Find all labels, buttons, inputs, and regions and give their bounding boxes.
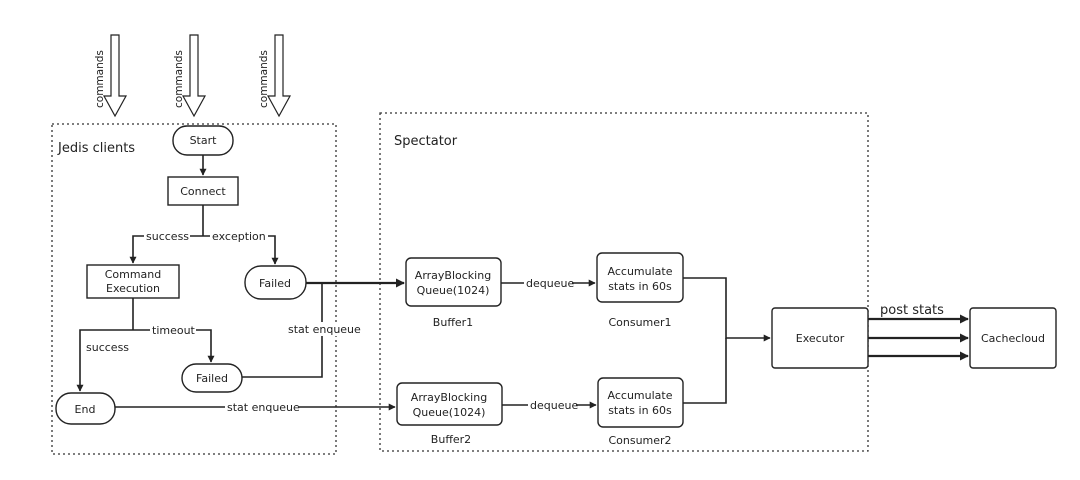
spectator-title: Spectator <box>394 134 458 149</box>
node-queue-1-line-1: ArrayBlocking <box>415 269 491 282</box>
node-failed-2-label: Failed <box>196 372 228 385</box>
node-connect: Connect <box>167 176 239 206</box>
node-cachecloud-label: Cachecloud <box>981 332 1045 345</box>
edge-label-success-1: success <box>146 230 189 243</box>
commands-label-3: commands <box>258 50 270 108</box>
node-start: Start <box>172 125 234 156</box>
edge-label-success-2: success <box>86 341 129 354</box>
spectator-frame <box>379 112 869 452</box>
edge-consumer2-executor <box>683 338 727 404</box>
node-consumer-2-line-1: Accumulate <box>608 389 673 402</box>
node-command-execution: Command Execution <box>86 264 180 299</box>
node-queue-1-line-2: Queue(1024) <box>417 284 490 297</box>
node-queue-2: ArrayBlocking Queue(1024) <box>396 382 503 426</box>
edge-label-post-stats: post stats <box>880 303 944 318</box>
node-consumer-2-line-2: stats in 60s <box>608 404 672 417</box>
edge-success-end <box>76 329 133 392</box>
node-start-label: Start <box>190 134 218 147</box>
caption-buffer1: Buffer1 <box>433 316 473 329</box>
caption-consumer1: Consumer1 <box>608 316 671 329</box>
commands-input-arrow-2: commands <box>173 34 207 118</box>
node-end: End <box>55 392 116 425</box>
node-executor: Executor <box>771 307 869 369</box>
commands-input-arrow-3: commands <box>258 34 292 118</box>
commands-input-arrow-1: commands <box>94 34 128 118</box>
node-consumer-1-line-1: Accumulate <box>608 265 673 278</box>
node-failed-2: Failed <box>181 363 243 393</box>
caption-consumer2: Consumer2 <box>608 434 671 447</box>
commands-label-2: commands <box>173 50 185 108</box>
node-connect-label: Connect <box>180 185 226 198</box>
edge-label-dequeue-1: dequeue <box>526 277 574 290</box>
edge-label-timeout: timeout <box>152 324 196 337</box>
node-queue-2-line-1: ArrayBlocking <box>411 391 487 404</box>
node-cachecloud: Cachecloud <box>969 307 1057 369</box>
node-consumer-2: Accumulate stats in 60s <box>597 377 684 428</box>
node-consumer-1: Accumulate stats in 60s <box>596 252 684 303</box>
node-queue-1: ArrayBlocking Queue(1024) <box>405 257 502 307</box>
node-failed-1-label: Failed <box>259 277 291 290</box>
edge-label-dequeue-2: dequeue <box>530 399 578 412</box>
edge-label-stat-enqueue-2: stat enqueue <box>227 401 300 414</box>
node-end-label: End <box>75 403 96 416</box>
jedis-clients-title: Jedis clients <box>57 141 135 156</box>
jedis-clients-frame <box>51 123 337 455</box>
node-consumer-1-line-2: stats in 60s <box>608 280 672 293</box>
node-executor-label: Executor <box>796 332 845 345</box>
edge-label-exception: exception <box>212 230 266 243</box>
commands-label-1: commands <box>94 50 106 108</box>
node-queue-2-line-2: Queue(1024) <box>413 406 486 419</box>
edge-consumer1-executor <box>683 277 771 342</box>
edge-label-stat-enqueue-1: stat enqueue <box>288 323 361 336</box>
caption-buffer2: Buffer2 <box>431 433 471 446</box>
node-failed-1: Failed <box>244 265 307 300</box>
node-command-execution-line-1: Command <box>105 268 162 281</box>
node-command-execution-line-2: Execution <box>106 282 160 295</box>
edge-failed2-stat-enqueue <box>242 283 323 378</box>
